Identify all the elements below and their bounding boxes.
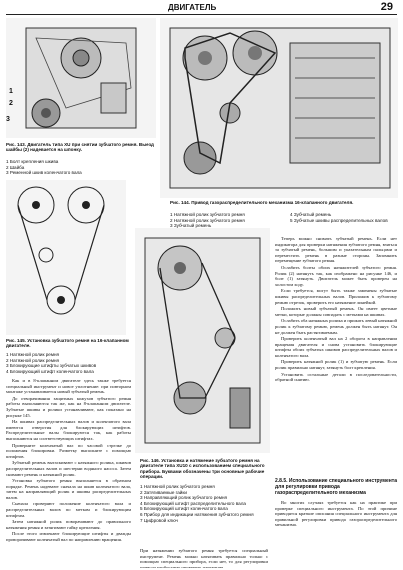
figure-146-legend: 1 Натяжной ролик зубчатого ремня 2 Затяг… [140,484,270,523]
figure-144-caption: Рис. 144. Привод газораспределительного … [170,200,354,205]
paragraph: Установка зубчатого ремня выполняется в … [6,478,131,500]
legend-item: 5 Блокирующий штифт коленчатого вала [140,506,228,512]
paragraph: На шкивах распределительных валов и коле… [6,419,131,441]
section-title: ДВИГАТЕЛЬ [168,3,217,12]
paragraph: Во многих случаях требуется как на практ… [275,500,397,528]
figure-144-drawing [160,18,398,198]
figure-145-legend: 1 Натяжной ролик ремня 2 Натяжной ролик … [6,352,141,374]
paragraph: Затем натяжной ролик поворачивают до пра… [6,519,131,530]
paragraph: До отворачивания защитных кожухов зубчат… [6,395,131,418]
paragraph: Теперь можно снимать зубчатый ремень. Ес… [275,236,397,264]
legend-item: 1 Натяжной ролик ремня [6,352,60,357]
legend-item: 3 Блокирующие штифты зубчатых шкивов [6,363,97,369]
paragraph: Если требуется, могут быть также заменен… [275,288,397,305]
legend-item: 4 Зубчатый ремень [290,212,332,217]
legend-item: 2 Натяжной ролик ремня [6,357,60,363]
figure-146-drawing [135,228,270,453]
paragraph: Как и в 8-клапанном двигателе здесь такж… [6,378,131,395]
page-number: 29 [380,1,393,13]
legend-item: 3 Ременной шкив коленчатого вала [6,170,82,176]
legend-item: 2 Затягиваемые гайки [140,489,187,495]
legend-item: 4 Блокирующий штифт коленчатого вала [6,368,94,374]
paragraph: Зубчатый ремень вытаскивают с натяжного … [6,460,131,477]
legend-item: 7 Цифровой ключ [140,517,178,523]
figure-146-caption: Рис. 146. Установка и натяжение зубчатог… [140,458,265,480]
legend-item: 2 Шайба [6,164,25,170]
legend-item: 6 Прибор для индикации натяжения зубчато… [140,511,254,517]
paragraph: Положить новый зубчатый ремень. Он имеет… [275,306,397,317]
legend-item: 4 Блокирующий штифт распределительного в… [140,500,246,506]
figure-145-caption: Рис. 145. Установка зубчатого ремня на 1… [6,338,129,349]
paragraph: Ослабить оба натяжных ролика и прижать л… [275,318,397,335]
paragraph: Проверить коленчатый вал на 2 оборота в … [275,336,397,358]
fig143-callout-2: 2 [9,100,13,107]
figure-144-legend-right: 4 Зубчатый ремень 5 Зубчатые шкивы распр… [290,212,400,223]
paragraph: Установить остальные детали в последоват… [275,371,397,383]
paragraph: Сначала проверяют положение коленчатого … [6,501,131,518]
legend-item: 2 Натяжной ролик зубчатого ремня [170,217,245,223]
right-column-text: Теперь можно снимать зубчатый ремень. Ес… [275,236,397,476]
fig143-callout-3: 3 [6,116,10,123]
paragraph: После этого извлекают блокирующие штифты… [6,531,131,543]
legend-item: 1 Болт крепления шкива [6,159,59,164]
paragraph: Проверить натяжной ролик (1) и зубчатую … [275,359,397,371]
fig143-callout-1: 1 [9,88,13,95]
header-rule [6,14,397,15]
section-body: Во многих случаях требуется как на практ… [275,500,397,566]
figure-143-drawing [6,18,156,138]
section-heading: 2.8.5. Использование специального инстру… [275,478,397,496]
legend-item: 3 Зубчатый ремень [170,223,212,229]
figure-143-legend: 1 Болт крепления шкива 2 Шайба 3 Ременно… [6,159,156,176]
legend-item: 1 Натяжной ролик зубчатого ремня [170,212,245,217]
figure-143-caption: Рис. 143. Двигатель типа XU при снятии з… [6,142,154,153]
legend-item: 3 Направляющий ролик зубчатого ремня [140,495,228,501]
paragraph: Ослабить болты обоих натяжителей зубчато… [275,264,397,287]
footer-left-text: При натяжении зубчатого ремня требуется … [140,548,268,568]
legend-item: 1 Натяжной ролик зубчатого ремня [140,484,215,489]
paragraph: Проверните коленчатый вал по часовой стр… [6,442,131,459]
page-header: ДВИГАТЕЛЬ 29 [0,0,403,16]
legend-item: 5 Зубчатые шкивы распределительных валов [290,217,388,223]
figure-145-drawing [6,180,126,335]
left-column-text: Как и в 8-клапанном двигателе здесь такж… [6,378,131,548]
